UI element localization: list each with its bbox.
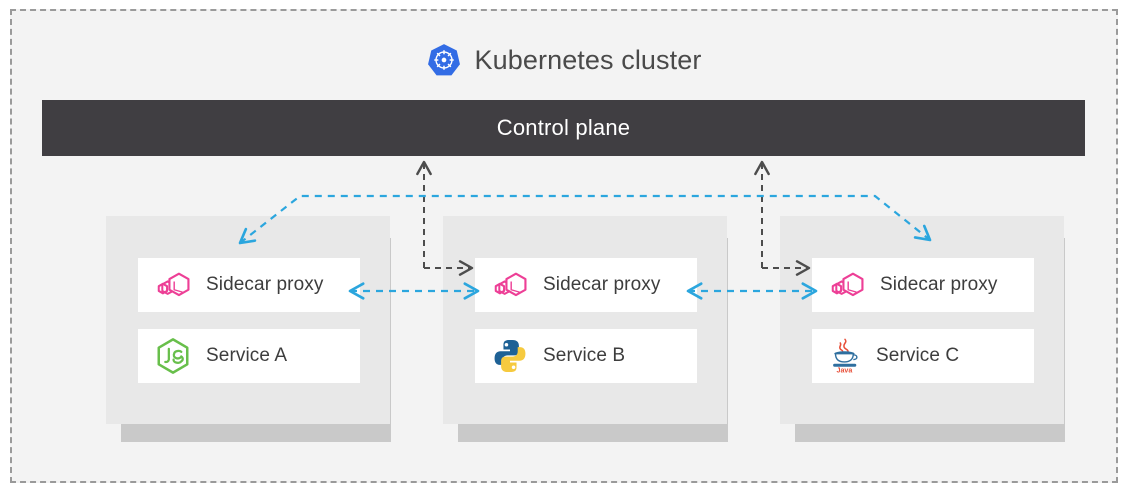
pod-c-sidecar-card[interactable]: Sidecar proxy <box>812 258 1034 312</box>
kubernetes-icon <box>427 44 460 76</box>
envoy-icon <box>831 272 864 297</box>
pod-c-service-card[interactable]: Java Service C <box>812 329 1034 383</box>
pod-a-sidecar-label: Sidecar proxy <box>206 274 324 295</box>
pod-b-service-label: Service B <box>543 345 626 366</box>
control-plane-bar: Control plane <box>42 100 1085 156</box>
cluster-title: Kubernetes cluster <box>0 38 1128 82</box>
python-icon <box>494 339 526 373</box>
pod-b-sidecar-card[interactable]: Sidecar proxy <box>475 258 697 312</box>
pod-b-service-card[interactable]: Service B <box>475 329 697 383</box>
envoy-icon <box>494 272 527 297</box>
java-icon: Java <box>833 338 858 375</box>
svg-text:Java: Java <box>836 367 852 375</box>
pod-b-sidecar-label: Sidecar proxy <box>543 274 661 295</box>
pod-b[interactable]: Sidecar proxy Service B <box>443 216 727 424</box>
pod-c[interactable]: Sidecar proxy Java Service C <box>780 216 1064 424</box>
pod-a[interactable]: Sidecar proxy Service A <box>106 216 390 424</box>
pod-a-service-label: Service A <box>206 345 288 366</box>
pod-c-service-label: Service C <box>876 345 960 366</box>
pod-c-sidecar-label: Sidecar proxy <box>880 274 998 295</box>
cluster-title-label: Kubernetes cluster <box>474 44 702 75</box>
pod-a-service-card[interactable]: Service A <box>138 329 360 383</box>
nodejs-icon <box>157 338 189 374</box>
control-plane-label: Control plane <box>496 115 631 140</box>
pod-a-sidecar-card[interactable]: Sidecar proxy <box>138 258 360 312</box>
envoy-icon <box>157 272 190 297</box>
